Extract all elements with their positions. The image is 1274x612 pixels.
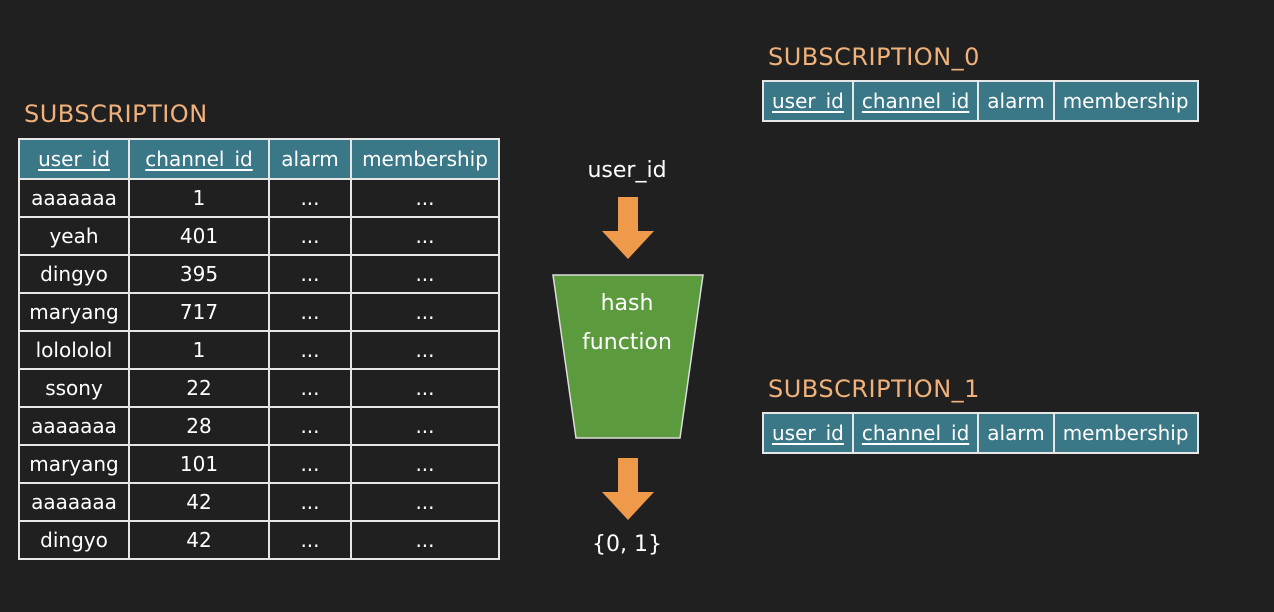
cell-channel-id: 401 [128, 216, 270, 256]
hash-function-shape [552, 274, 704, 439]
cell-user-id: yeah [18, 216, 130, 256]
cell-membership: ... [350, 406, 500, 446]
cell-alarm: ... [268, 482, 352, 522]
cell-membership: ... [350, 482, 500, 522]
shard-0-table: user_id channel_id alarm membership [762, 80, 1199, 122]
down-arrow-icon [602, 458, 654, 520]
column-header-membership: membership [1052, 412, 1199, 454]
cell-channel-id: 42 [128, 520, 270, 560]
column-header-membership: membership [350, 138, 500, 180]
hash-function-label-line1: hash [600, 291, 654, 316]
shard-1-title: SUBSCRIPTION_1 [768, 375, 980, 403]
cell-alarm: ... [268, 216, 352, 256]
column-header-channel-id: channel_id [851, 80, 980, 122]
cell-alarm: ... [268, 178, 352, 218]
column-header-user-id: user_id [18, 138, 130, 180]
cell-channel-id: 1 [128, 178, 270, 218]
hash-function-trapezoid [552, 274, 704, 439]
cell-membership: ... [350, 444, 500, 484]
main-table-title: SUBSCRIPTION [24, 100, 208, 128]
cell-channel-id: 22 [128, 368, 270, 408]
cell-user-id: aaaaaaa [18, 406, 130, 446]
cell-alarm: ... [268, 292, 352, 332]
column-header-alarm: alarm [268, 138, 352, 180]
hash-function-label-line2: function [582, 330, 672, 355]
cell-channel-id: 717 [128, 292, 270, 332]
hash-input-label: user_id [587, 158, 667, 183]
shard-1-table: user_id channel_id alarm membership [762, 412, 1199, 454]
cell-channel-id: 395 [128, 254, 270, 294]
cell-membership: ... [350, 178, 500, 218]
down-arrow-icon-shape [602, 197, 654, 259]
cell-alarm: ... [268, 406, 352, 446]
cell-user-id: aaaaaaa [18, 178, 130, 218]
cell-channel-id: 28 [128, 406, 270, 446]
cell-alarm: ... [268, 444, 352, 484]
cell-user-id: ssony [18, 368, 130, 408]
cell-channel-id: 101 [128, 444, 270, 484]
shard-0-title: SUBSCRIPTION_0 [768, 43, 980, 71]
cell-membership: ... [350, 330, 500, 370]
down-arrow-icon-shape [602, 458, 654, 520]
cell-membership: ... [350, 254, 500, 294]
cell-alarm: ... [268, 520, 352, 560]
cell-alarm: ... [268, 330, 352, 370]
subscription-table: user_id channel_id alarm membership aaaa… [18, 138, 500, 560]
column-header-channel-id: channel_id [128, 138, 270, 180]
cell-channel-id: 42 [128, 482, 270, 522]
cell-membership: ... [350, 368, 500, 408]
cell-user-id: maryang [18, 444, 130, 484]
hash-function-label: hash function [552, 284, 702, 362]
cell-channel-id: 1 [128, 330, 270, 370]
table-header-row: user_id channel_id alarm membership [762, 412, 1199, 454]
column-header-user-id: user_id [762, 412, 854, 454]
table-header-row: user_id channel_id alarm membership [18, 138, 500, 180]
cell-user-id: dingyo [18, 254, 130, 294]
cell-alarm: ... [268, 254, 352, 294]
down-arrow-icon [602, 197, 654, 259]
column-header-membership: membership [1052, 80, 1199, 122]
cell-user-id: lolololol [18, 330, 130, 370]
column-header-user-id: user_id [762, 80, 854, 122]
column-header-channel-id: channel_id [851, 412, 980, 454]
column-header-alarm: alarm [977, 412, 1055, 454]
table-header-row: user_id channel_id alarm membership [762, 80, 1199, 122]
cell-alarm: ... [268, 368, 352, 408]
cell-user-id: aaaaaaa [18, 482, 130, 522]
hash-output-label: {0, 1} [592, 532, 662, 557]
cell-user-id: maryang [18, 292, 130, 332]
cell-membership: ... [350, 292, 500, 332]
cell-membership: ... [350, 216, 500, 256]
column-header-alarm: alarm [977, 80, 1055, 122]
cell-user-id: dingyo [18, 520, 130, 560]
cell-membership: ... [350, 520, 500, 560]
